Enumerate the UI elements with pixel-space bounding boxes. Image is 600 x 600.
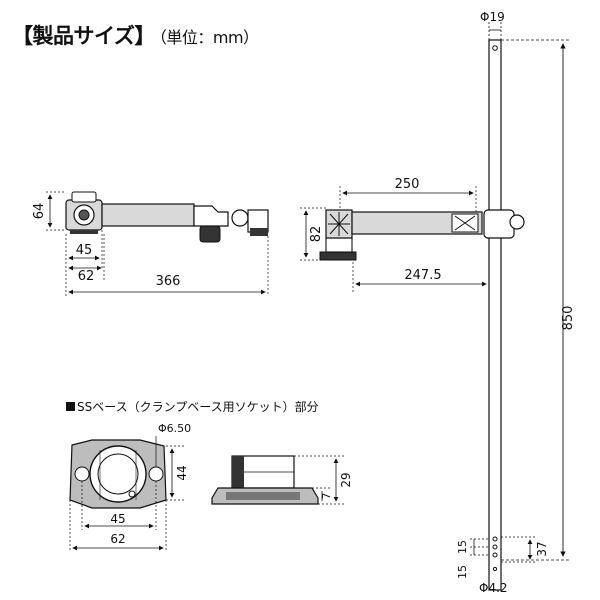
side-joint [193,205,229,227]
side-base-foot [70,230,98,234]
ss-base-top-dims: Φ6.50 44 45 62 [69,422,191,552]
ss-base-hole-left [74,466,90,482]
hole-span-label: 37 [535,541,549,556]
socket-height-label: 29 [339,472,353,487]
front-arm-length-label: 250 [395,177,420,192]
socket-flange-label: 7 [320,493,333,500]
front-pole-clamp [483,209,515,239]
pole-diameter-label: Φ19 [480,10,505,24]
ss-base-side-view [211,455,319,505]
page-title-text: 【製品サイズ】 [12,24,155,48]
ss-base-hole-right [148,466,164,482]
base-depth-label: 44 [175,465,189,480]
front-base-socket [325,237,353,253]
hole-diameter-label: Φ4.2 [479,581,508,595]
front-clamp-knob [509,214,525,230]
front-height-label: 82 [309,226,324,243]
pole-hole-dims: 15 15 37 Φ4.2 [456,536,549,595]
unit-note: （単位：mm） [158,28,259,47]
ss-socket-inner-ring [97,453,139,495]
side-base-outer-label: 62 [78,269,95,284]
side-clamp-ring [231,209,249,227]
pole-length-label: 850 [561,306,576,331]
front-joint-cross-icon [454,215,476,231]
hole-spacing-a-label: 15 [456,540,469,554]
front-view-dims: 250 82 247.5 [300,177,487,292]
base-hole-label: Φ6.50 [158,422,191,435]
side-lower-knob [199,225,221,243]
square-bullet-icon [66,402,75,411]
front-view-arm [319,209,525,261]
side-base-knob-center [78,209,90,221]
ss-socket-pin [128,490,136,498]
pole-hole-2 [492,544,498,550]
pole-length-dim: 850 [501,39,576,561]
side-view-dims: 64 45 62 366 [32,191,269,296]
front-arm-tube [351,211,483,235]
page-title: 【製品サイズ】（単位：mm） [12,20,259,50]
side-arm-tube [101,203,195,227]
hole-spacing-b-label: 15 [456,565,469,579]
side-base-width-label: 45 [76,243,93,258]
front-knob-cross-icon [328,212,350,236]
pole-diameter-dim: Φ19 [480,10,505,40]
pole-body [488,39,502,591]
pole-drawing [488,39,502,591]
pole-hole-1 [492,536,498,542]
front-reach-label: 247.5 [404,268,441,283]
section-caption-text: SSベース（クランプベース用ソケット）部分 [77,400,319,414]
side-total-length-label: 366 [156,274,181,289]
side-clamp-foot [250,228,268,236]
side-view-arm [65,191,269,243]
ss-base-side-dims: 29 7 [294,455,353,505]
side-base-cap [71,191,97,203]
base-width-inner-label: 45 [110,512,125,526]
ss-flange-recess [226,492,300,500]
side-height-label: 64 [32,203,47,220]
section-caption: SSベース（クランプベース用ソケット）部分 [66,398,319,415]
pole-hole-3 [492,552,498,558]
pole-top-hole [492,45,498,51]
pole-hole-4 [492,566,498,572]
ss-socket-dark-side [232,456,244,488]
ss-base-top-view [69,439,167,509]
base-width-outer-label: 62 [110,532,125,546]
front-base-plate [319,251,357,261]
